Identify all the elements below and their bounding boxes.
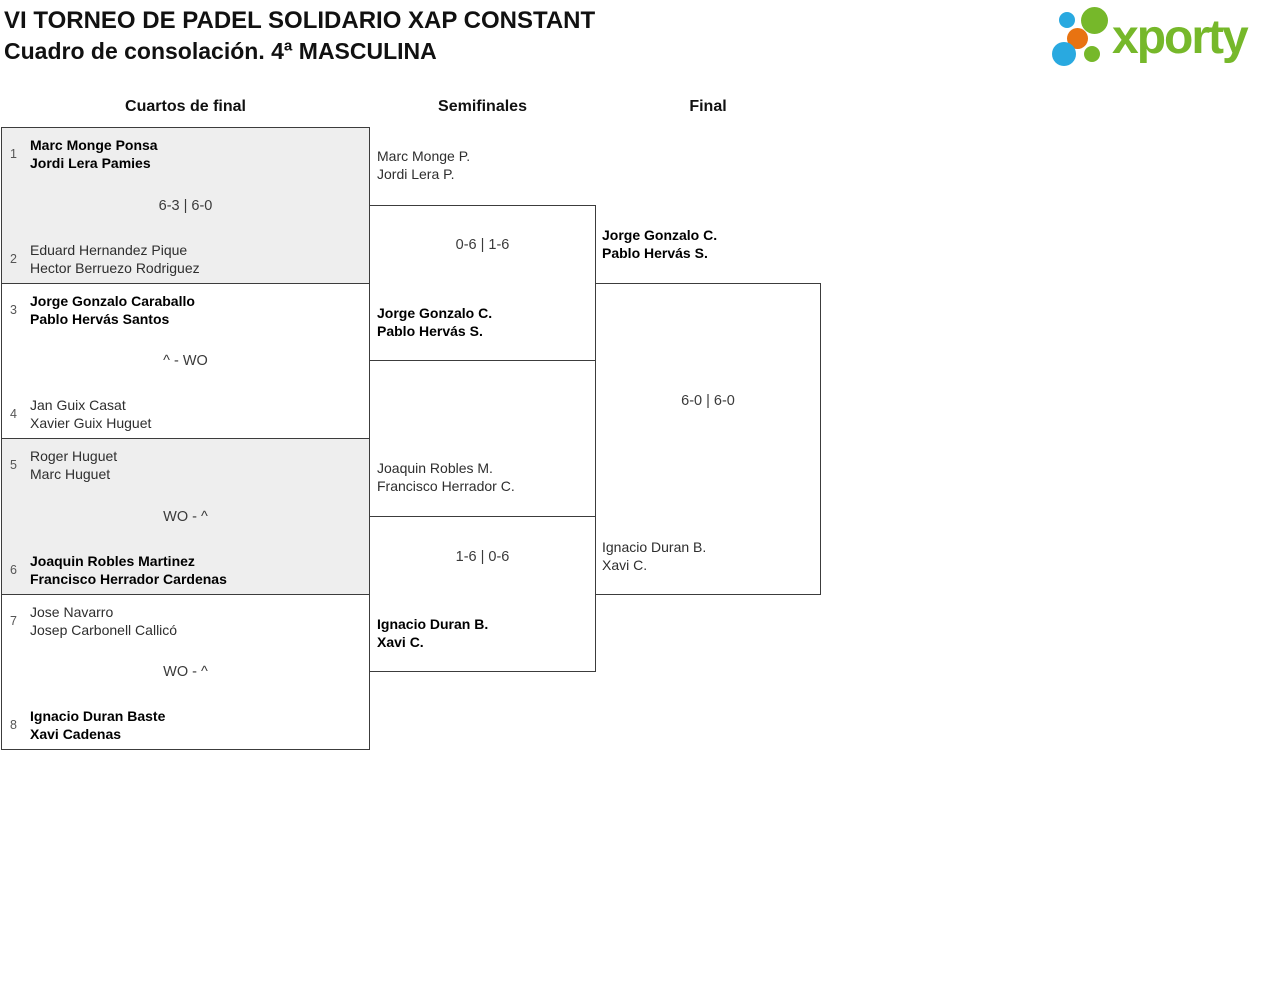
sf2-team-top: Joaquin Robles M. Francisco Herrador C. bbox=[377, 460, 515, 494]
seed-number: 5 bbox=[10, 458, 17, 472]
team-names: Marc Monge Ponsa Jordi Lera Pamies bbox=[30, 137, 158, 171]
team-names: Roger Huguet Marc Huguet bbox=[30, 448, 118, 482]
sf1-team-bottom: Jorge Gonzalo C. Pablo Hervás S. bbox=[377, 305, 493, 339]
logo-dot-green-small-icon bbox=[1084, 46, 1100, 62]
team-names: Jan Guix Casat Xavier Guix Huguet bbox=[30, 397, 152, 431]
seed-number: 8 bbox=[10, 718, 17, 732]
final-match bbox=[595, 283, 821, 595]
round-header-final: Final bbox=[689, 98, 727, 115]
sf-match-2 bbox=[369, 516, 596, 672]
qf3-score: WO - ^ bbox=[163, 508, 208, 525]
tournament-title: VI TORNEO DE PADEL SOLIDARIO XAP CONSTAN… bbox=[4, 7, 596, 34]
seed-number: 6 bbox=[10, 563, 17, 577]
sf1-score: 0-6 | 1-6 bbox=[455, 237, 510, 253]
qf-match-4: 7 Jose Navarro Josep Carbonell Callicó W… bbox=[1, 594, 370, 750]
team-names: Eduard Hernandez Pique Hector Berruezo R… bbox=[30, 242, 200, 276]
sf2-score: 1-6 | 0-6 bbox=[455, 549, 510, 565]
final-team-top: Jorge Gonzalo C. Pablo Hervás S. bbox=[602, 227, 718, 261]
round-header-semifinales: Semifinales bbox=[438, 98, 527, 115]
qf2-score: ^ - WO bbox=[163, 353, 208, 369]
xporty-logo[interactable]: xporty bbox=[1048, 4, 1276, 76]
seed-number: 4 bbox=[10, 407, 17, 421]
team-names: Jorge Gonzalo Caraballo Pablo Hervás San… bbox=[30, 293, 195, 327]
qf1-score: 6-3 | 6-0 bbox=[158, 197, 213, 214]
seed-number: 3 bbox=[10, 303, 17, 317]
team-names: Jose Navarro Josep Carbonell Callicó bbox=[30, 604, 178, 638]
bracket-subtitle: Cuadro de consolación. 4ª MASCULINA bbox=[4, 38, 437, 64]
logo-dot-green-large-icon bbox=[1081, 7, 1108, 34]
qf2-team-bottom: 4 Jan Guix Casat Xavier Guix Huguet bbox=[10, 396, 361, 432]
xporty-logo-text: xporty bbox=[1112, 11, 1249, 64]
qf3-team-top: 5 Roger Huguet Marc Huguet bbox=[10, 447, 361, 483]
qf2-team-top: 3 Jorge Gonzalo Caraballo Pablo Hervás S… bbox=[10, 292, 361, 328]
qf1-team-bottom: 2 Eduard Hernandez Pique Hector Berruezo… bbox=[10, 241, 361, 277]
seed-number: 7 bbox=[10, 614, 17, 628]
sf1-team-top: Marc Monge P. Jordi Lera P. bbox=[377, 148, 471, 182]
logo-dot-orange-icon bbox=[1067, 28, 1088, 49]
seed-number: 1 bbox=[10, 147, 17, 161]
final-score: 6-0 | 6-0 bbox=[681, 393, 735, 409]
final-team-bottom: Ignacio Duran B. Xavi C. bbox=[602, 539, 707, 573]
round-header-cuartos: Cuartos de final bbox=[125, 98, 246, 115]
sf2-team-bottom: Ignacio Duran B. Xavi C. bbox=[377, 616, 489, 650]
seed-number: 2 bbox=[10, 252, 17, 266]
qf4-team-bottom: 8 Ignacio Duran Baste Xavi Cadenas bbox=[10, 707, 361, 743]
qf3-team-bottom: 6 Joaquin Robles Martinez Francisco Herr… bbox=[10, 552, 361, 588]
team-names: Joaquin Robles Martinez Francisco Herrad… bbox=[30, 553, 227, 587]
team-names: Ignacio Duran Baste Xavi Cadenas bbox=[30, 708, 166, 742]
qf4-team-top: 7 Jose Navarro Josep Carbonell Callicó bbox=[10, 603, 361, 639]
qf-match-3: 5 Roger Huguet Marc Huguet WO - ^ 6 Joaq… bbox=[1, 438, 370, 595]
qf4-score: WO - ^ bbox=[163, 664, 208, 680]
logo-dot-blue-large-icon bbox=[1052, 42, 1076, 66]
qf1-team-top: 1 Marc Monge Ponsa Jordi Lera Pamies bbox=[10, 136, 361, 172]
logo-dot-blue-small-icon bbox=[1059, 12, 1075, 28]
qf-match-2: 3 Jorge Gonzalo Caraballo Pablo Hervás S… bbox=[1, 283, 370, 439]
qf-match-1: 1 Marc Monge Ponsa Jordi Lera Pamies 6-3… bbox=[1, 127, 370, 284]
